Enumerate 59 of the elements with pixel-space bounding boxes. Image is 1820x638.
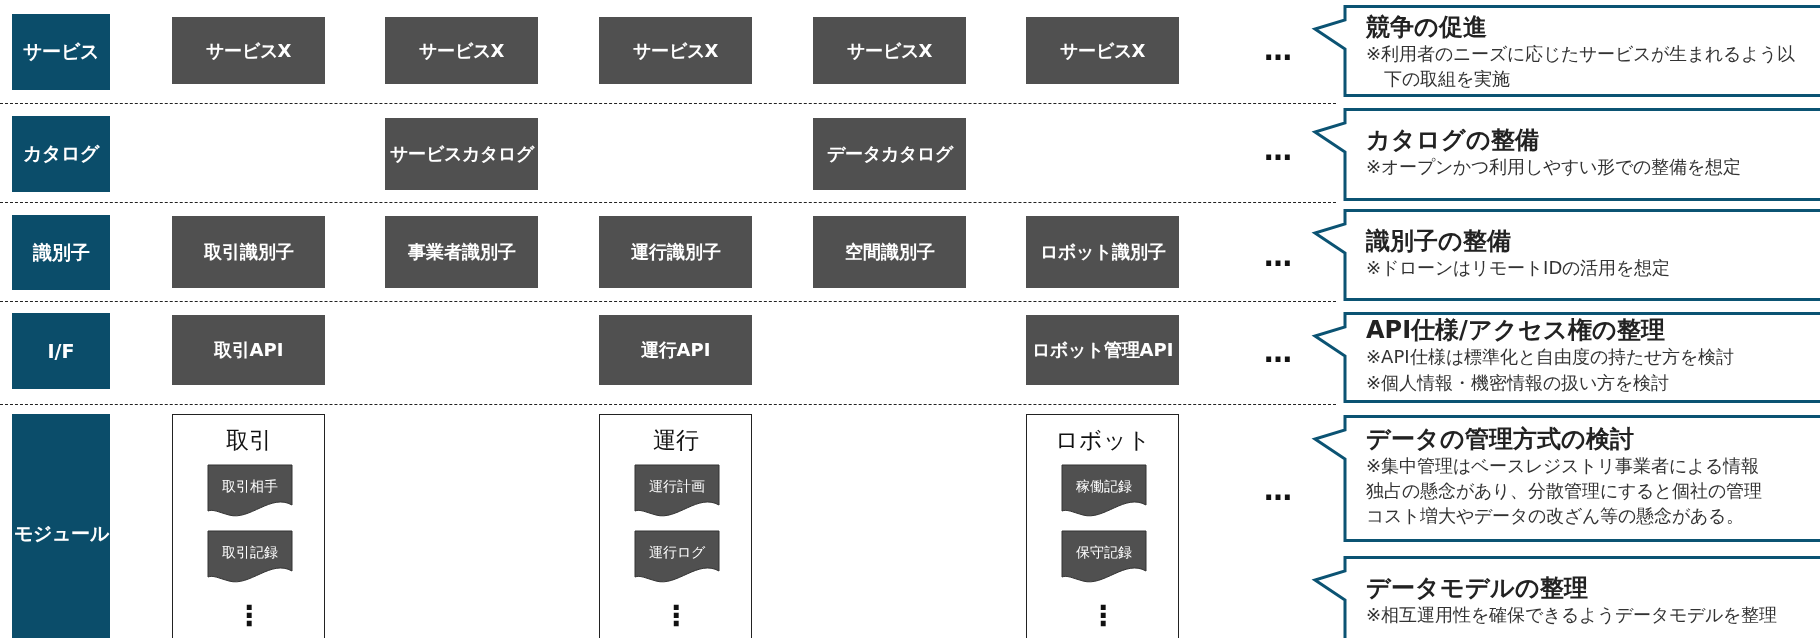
document-shape: 保守記録: [1062, 531, 1146, 583]
component-box: サービスX: [813, 17, 966, 84]
component-box: サービスX: [599, 17, 752, 84]
ellipsis: …: [1264, 33, 1292, 67]
callout-heading: 競争の促進: [1366, 12, 1487, 43]
callout-heading: 識別子の整備: [1366, 226, 1511, 257]
row-header: サービス: [12, 14, 110, 90]
ellipsis: …: [1264, 473, 1292, 507]
document-shape: 運行計画: [635, 465, 719, 517]
callout-box: [1314, 556, 1820, 638]
component-box: 取引API: [172, 315, 325, 385]
module-box: [172, 414, 325, 638]
component-box: ロボット識別子: [1026, 216, 1179, 288]
row-header: 識別子: [12, 215, 110, 290]
callout-note: ※個人情報・機密情報の扱い方を検討: [1366, 371, 1670, 395]
row-header: カタログ: [12, 116, 110, 192]
document-shape: 稼働記録: [1062, 465, 1146, 517]
vertical-ellipsis: ⋮: [1089, 598, 1117, 632]
callout-note: ※ドローンはリモートIDの活用を想定: [1366, 256, 1671, 280]
ellipsis: …: [1264, 133, 1292, 167]
row-header: モジュール: [12, 414, 110, 638]
callout-box: [1314, 5, 1820, 97]
component-box: 取引識別子: [172, 216, 325, 288]
component-box: 運行識別子: [599, 216, 752, 288]
component-box: サービスX: [1026, 17, 1179, 84]
callout-heading: カタログの整備: [1366, 125, 1539, 156]
callout-box: [1314, 312, 1820, 403]
document-shape: 運行ログ: [635, 531, 719, 583]
vertical-ellipsis: ⋮: [662, 598, 690, 632]
module-box: [1026, 414, 1179, 638]
ellipsis: …: [1264, 335, 1292, 369]
callout-note: ※利用者のニーズに応じたサービスが生まれるよう以下の取組を実施: [1366, 42, 1797, 91]
callout-note: ※API仕様は標準化と自由度の持たせ方を検討: [1366, 345, 1734, 369]
module-title: 運行: [651, 426, 700, 455]
module-box: [599, 414, 752, 638]
document-shape: 取引記録: [208, 531, 292, 583]
component-box: 運行API: [599, 315, 752, 385]
callout-heading: データモデルの整理: [1366, 573, 1588, 604]
document-shape: 取引相手: [208, 465, 292, 517]
callout-heading: API仕様/アクセス権の整理: [1366, 315, 1665, 346]
callout-heading: データの管理方式の検討: [1366, 424, 1634, 455]
component-box: ロボット管理API: [1026, 315, 1179, 385]
module-title: 取引: [224, 426, 273, 455]
row-header: I/F: [12, 313, 110, 389]
callout-box: [1314, 209, 1820, 301]
component-box: 事業者識別子: [385, 216, 538, 288]
component-box: 空間識別子: [813, 216, 966, 288]
component-box: データカタログ: [813, 118, 966, 190]
module-title: ロボット: [1053, 426, 1152, 455]
vertical-ellipsis: ⋮: [235, 598, 263, 632]
callout-note: ※オープンかつ利用しやすい形での整備を想定: [1366, 155, 1742, 179]
callout-box: [1314, 108, 1820, 201]
ellipsis: …: [1264, 239, 1292, 273]
callout-note: ※相互運用性を確保できるようデータモデルを整理: [1366, 603, 1778, 627]
component-box: サービスカタログ: [385, 118, 538, 190]
component-box: サービスX: [172, 17, 325, 84]
component-box: サービスX: [385, 17, 538, 84]
callout-note: ※集中管理はベースレジストリ事業者による情報独占の懸念があり、分散管理にすると個社の管理コスト増大やデータの改ざん等の懸念がある。: [1366, 454, 1763, 528]
callout-box: [1314, 415, 1820, 542]
